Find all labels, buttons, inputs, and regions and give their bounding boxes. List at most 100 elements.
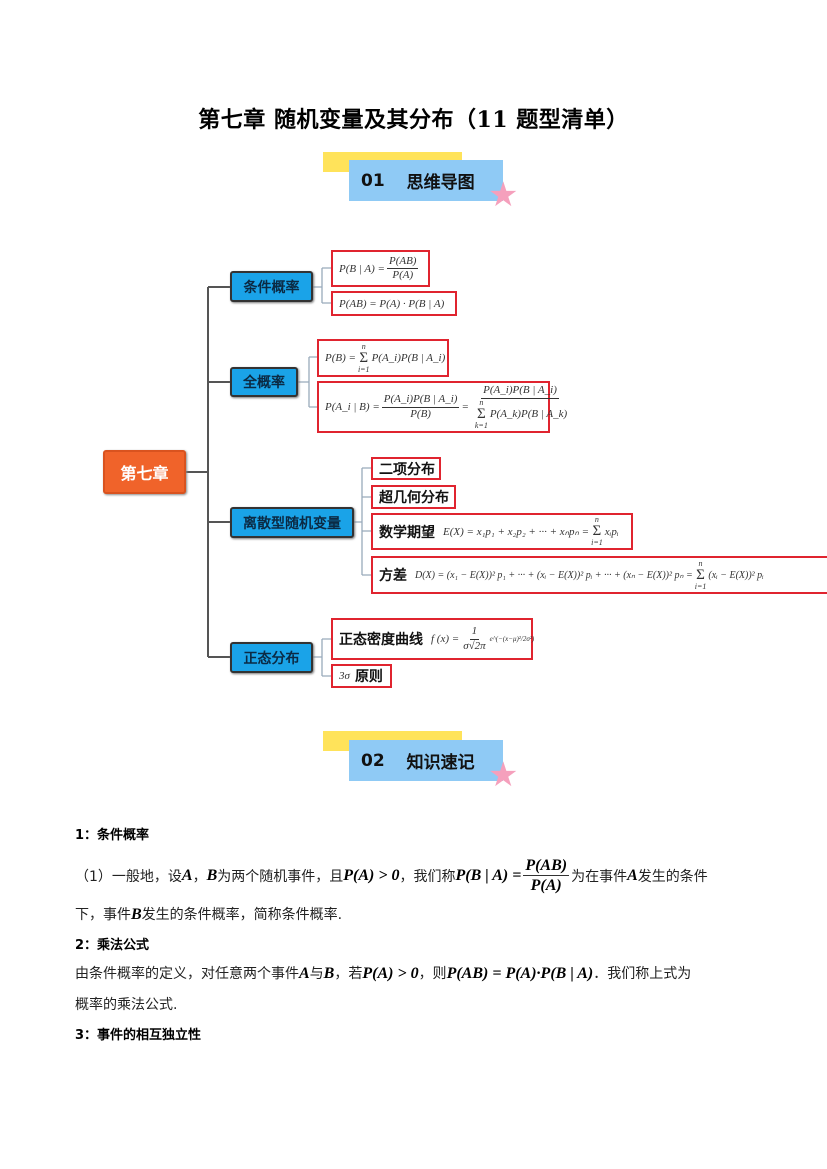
text: ， bbox=[192, 868, 207, 885]
exponent: e^(−(x−μ)²/2σ²) bbox=[489, 635, 535, 643]
section-number: 01 bbox=[361, 170, 385, 191]
math: B bbox=[323, 965, 335, 982]
section-label: 知识速记 bbox=[406, 753, 475, 773]
numerator: P(A_i)P(B | A_i) bbox=[481, 384, 559, 399]
math: P(A) > 0 bbox=[343, 866, 400, 884]
denominator: P(B) bbox=[410, 407, 431, 420]
text: ，若 bbox=[334, 966, 363, 982]
star-icon: ★ bbox=[488, 175, 519, 215]
math: A bbox=[299, 965, 310, 982]
paragraph: 由条件概率的定义，对任意两个事件A与B，若P(A) > 0，则P(AB) = P… bbox=[75, 963, 691, 983]
page-title: 第七章 随机变量及其分布（11 题型清单） bbox=[198, 107, 629, 133]
formula-text: = bbox=[461, 401, 469, 413]
text: 下，事件 bbox=[75, 907, 131, 923]
sum-lower: k=1 bbox=[474, 420, 488, 430]
mindmap-connectors bbox=[186, 267, 371, 677]
section-header-mindmap: 01 思维导图 bbox=[349, 160, 503, 201]
formula-text: xᵢpᵢ bbox=[604, 525, 619, 538]
formula-text: P(B) = bbox=[325, 352, 356, 364]
formula-text: f (x) = bbox=[431, 633, 460, 645]
text: ，我们称 bbox=[399, 868, 456, 885]
math: B bbox=[206, 866, 218, 884]
text: 发生的条件 bbox=[637, 868, 708, 885]
item-hypergeometric: 超几何分布 bbox=[371, 485, 456, 509]
paragraph: 下，事件B发生的条件概率，简称条件概率. bbox=[75, 904, 342, 924]
item-three-sigma: 3σ 原则 bbox=[331, 664, 392, 688]
sum-lower: i=1 bbox=[591, 538, 603, 547]
formula-text: P(B | A) = bbox=[339, 262, 385, 275]
item-variance: 方差 D(X) = (x₁ − E(X))² p₁ + ··· + (xᵢ − … bbox=[371, 556, 827, 594]
label: 数学期望 bbox=[379, 524, 435, 541]
text: ，则 bbox=[418, 966, 447, 982]
math: P(A) > 0 bbox=[362, 965, 419, 982]
text: 由条件概率的定义，对任意两个事件 bbox=[75, 966, 299, 982]
numerator: 1 bbox=[469, 625, 480, 640]
text: ．我们称上式为 bbox=[593, 966, 692, 982]
heading-multiplication-formula: 2：乘法公式 bbox=[75, 938, 150, 953]
fraction: P(AB)P(A) bbox=[523, 856, 570, 895]
fraction: P(AB)P(A) bbox=[386, 255, 419, 282]
formula-text: P(A_i)P(B | A_i) bbox=[371, 352, 446, 364]
label: 原则 bbox=[354, 669, 383, 685]
label: 方差 bbox=[379, 568, 407, 584]
heading-independence: 3：事件的相互独立性 bbox=[75, 1028, 202, 1043]
heading-conditional-probability: 1：条件概率 bbox=[75, 828, 150, 843]
node-normal-distribution: 正态分布 bbox=[230, 642, 313, 673]
mindmap-root: 第七章 bbox=[103, 450, 186, 494]
numerator: P(AB) bbox=[386, 255, 419, 269]
denominator: P(A) bbox=[530, 877, 562, 895]
formula-conditional: P(B | A) = P(AB)P(A) bbox=[331, 250, 430, 287]
fraction: P(A_i)P(B | A_i)P(B) bbox=[381, 393, 460, 420]
text: 发生的条件概率，简称条件概率. bbox=[141, 907, 343, 923]
formula-text: E(X) = x₁p₁ + x₂p₂ + ··· + xₙpₙ = bbox=[443, 526, 590, 538]
node-conditional-probability: 条件概率 bbox=[230, 271, 313, 302]
section-header-notes: 02 知识速记 bbox=[349, 740, 503, 781]
numerator: P(AB) bbox=[523, 856, 570, 877]
formula-text: P(A_k)P(B | A_k) bbox=[489, 407, 568, 420]
star-icon: ★ bbox=[488, 755, 519, 795]
formula-text: D(X) = (x₁ − E(X))² p₁ + ··· + (xᵢ − E(X… bbox=[415, 569, 693, 581]
sum-upper: n bbox=[361, 341, 366, 351]
text: 与 bbox=[309, 966, 324, 982]
math: A bbox=[627, 866, 638, 884]
text: 为两个随机事件，且 bbox=[217, 868, 344, 885]
denominator: P(A) bbox=[392, 269, 414, 281]
text: （1）一般地，设 bbox=[75, 868, 182, 885]
denominator: σ√2π bbox=[463, 639, 486, 652]
sum-upper: n bbox=[479, 397, 484, 407]
node-discrete-random-variable: 离散型随机变量 bbox=[230, 507, 354, 538]
node-total-probability: 全概率 bbox=[230, 367, 298, 397]
label: 正态密度曲线 bbox=[339, 632, 423, 648]
sum-lower: i=1 bbox=[357, 364, 370, 374]
sum-lower: i=1 bbox=[694, 581, 707, 591]
paragraph: 概率的乘法公式. bbox=[75, 997, 178, 1013]
formula-text: P(AB) = P(A) · P(B | A) bbox=[339, 297, 445, 310]
sum-upper: n bbox=[594, 515, 599, 524]
section-number: 02 bbox=[361, 750, 385, 771]
section-label: 思维导图 bbox=[406, 173, 475, 193]
label: 超几何分布 bbox=[379, 490, 449, 506]
item-binomial: 二项分布 bbox=[371, 457, 441, 480]
math: A bbox=[181, 866, 193, 884]
text: 为在事件 bbox=[571, 868, 628, 885]
math: B bbox=[131, 906, 142, 923]
item-expectation: 数学期望 E(X) = x₁p₁ + x₂p₂ + ··· + xₙpₙ = n… bbox=[371, 513, 633, 550]
math: P(B | A) = bbox=[455, 866, 522, 884]
math: P(AB) = P(A)·P(B | A) bbox=[446, 965, 594, 982]
formula-bayes: P(A_i | B) = P(A_i)P(B | A_i)P(B) = P(A_… bbox=[317, 381, 567, 433]
formula-multiplication: P(AB) = P(A) · P(B | A) bbox=[331, 291, 457, 316]
label: 二项分布 bbox=[379, 461, 435, 478]
formula-text: 3σ bbox=[339, 670, 350, 682]
formula-text: (xᵢ − E(X))² pᵢ bbox=[708, 569, 764, 581]
sum-upper: n bbox=[698, 558, 703, 568]
